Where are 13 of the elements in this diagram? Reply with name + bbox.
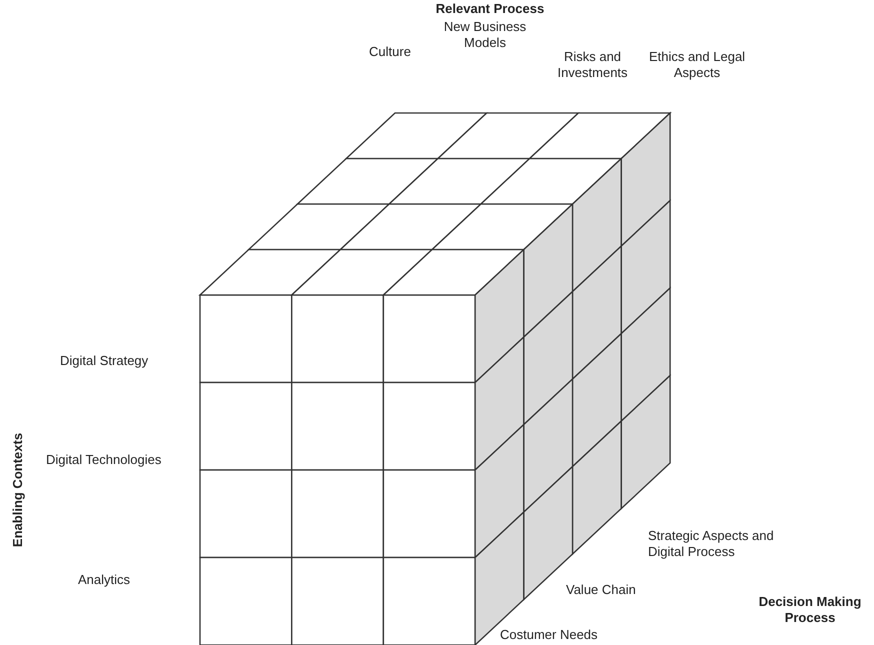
axis-title: Decision Making Process (758, 594, 862, 626)
axis-label: Culture (368, 44, 412, 60)
axis-label: Digital Technologies (46, 452, 162, 468)
axis-label: Analytics (78, 572, 132, 588)
axis-title: Enabling Contexts (10, 432, 26, 550)
axis-label: Value Chain (566, 582, 637, 598)
axis-label: Costumer Needs (500, 627, 599, 643)
axis-label: Strategic Aspects and Digital Process (648, 528, 775, 560)
axis-label: Risks and Investments (556, 49, 629, 81)
axis-label: Ethics and Legal Aspects (648, 49, 746, 81)
axis-label: New Business Models (442, 19, 528, 51)
axis-title: Relevant Process (434, 1, 546, 17)
axis-label: Digital Strategy (60, 353, 150, 369)
